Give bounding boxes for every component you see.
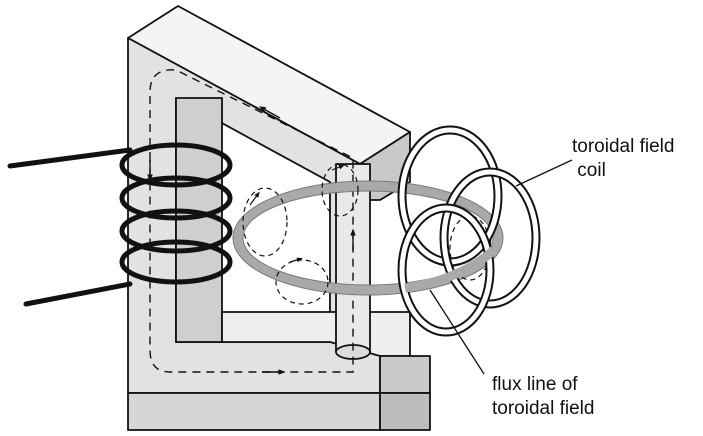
winding-turn-4 <box>119 239 233 285</box>
flux-ring-front-segment <box>404 246 497 293</box>
winding-turn-3 <box>119 208 233 254</box>
core-bottom-front-face <box>127 392 381 431</box>
circulation-loop-1 <box>242 187 288 257</box>
flux-ring-outline-outer <box>232 180 504 296</box>
core-flux-path <box>149 69 354 373</box>
label-flux-line-line1: flux line of <box>492 374 578 395</box>
leader-lines <box>429 159 573 375</box>
core-flux-arrows <box>147 106 356 375</box>
toroidal-coils <box>397 125 541 337</box>
label-flux-line-line2: toroidal field <box>492 398 594 419</box>
label-toroidal-coil-line2: coil <box>572 160 606 181</box>
primary-winding <box>7 142 233 307</box>
flux-ring <box>233 181 503 295</box>
core-bottom-end-face <box>379 392 431 431</box>
toroidal-coil-2 <box>439 167 541 309</box>
leader-toroidal-coil <box>515 159 573 187</box>
circ-arrow-1 <box>249 191 260 206</box>
label-flux-line: flux line of toroidal field <box>492 374 594 419</box>
label-toroidal-coil: toroidal field coil <box>572 136 680 181</box>
lead-wire-lower <box>23 281 133 307</box>
winding-turn-1 <box>119 142 233 188</box>
label-toroidal-coil-line1: toroidal field <box>572 136 674 157</box>
circ-arrow-2 <box>289 257 303 263</box>
winding-turn-2 <box>119 175 233 221</box>
flux-arrow-top <box>258 106 281 119</box>
flux-ring-outline-inner <box>242 190 494 286</box>
core-bottom-side-face <box>379 355 431 394</box>
iron-core <box>127 5 431 431</box>
circulation-loop-3 <box>321 163 359 217</box>
leader-flux-line <box>429 289 485 375</box>
lead-wire-upper <box>7 147 133 169</box>
circ-arrow-3 <box>331 164 345 171</box>
toroidal-coil-3 <box>397 203 495 337</box>
core-flux-loop <box>149 69 354 373</box>
